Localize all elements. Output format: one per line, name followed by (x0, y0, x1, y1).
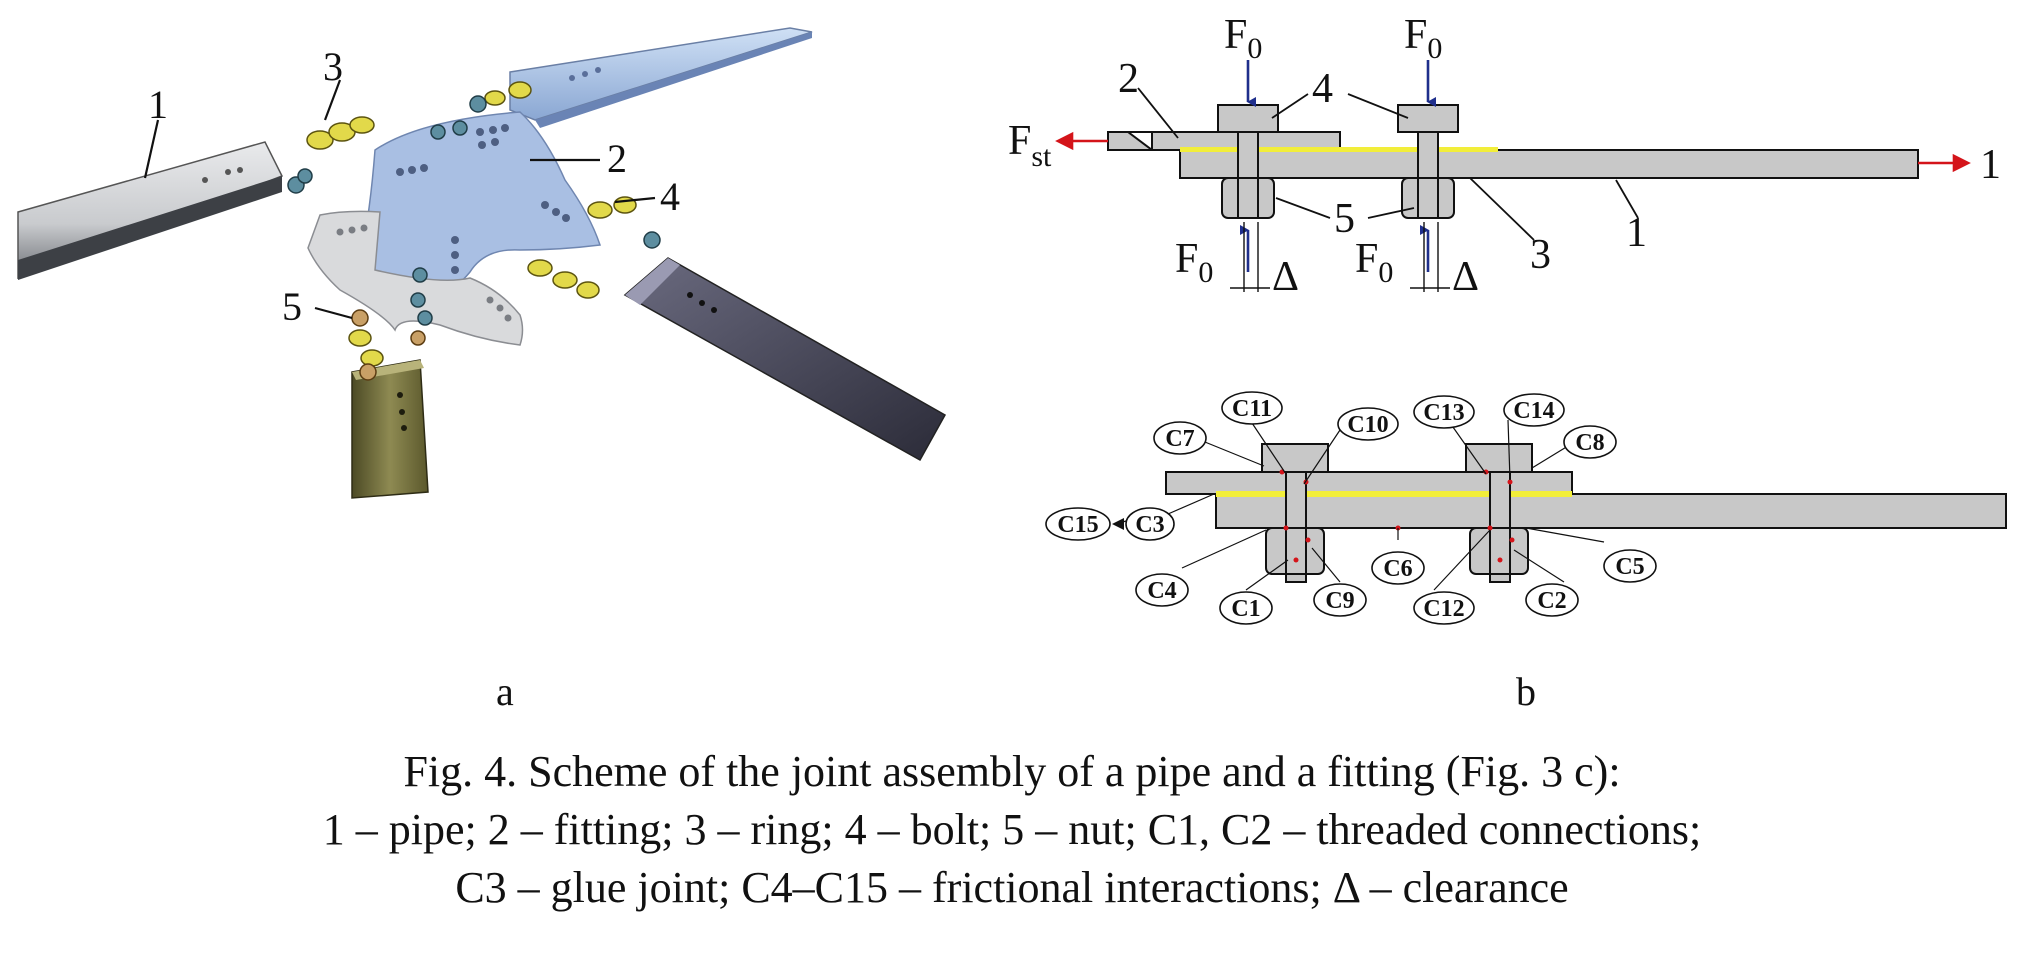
clearance-marks (1230, 222, 1450, 292)
f0-bottom-left: F0 (1175, 236, 1213, 289)
pipe-section-bottom (1215, 493, 2007, 529)
callout-4: 4 (660, 174, 680, 219)
svg-text:C7: C7 (1165, 426, 1194, 452)
tag-c5: C5 (1603, 549, 1657, 583)
svg-text:C6: C6 (1383, 556, 1412, 582)
num-3: 3 (1530, 232, 1551, 278)
tag-c1: C1 (1219, 591, 1273, 625)
num-4: 4 (1312, 66, 1333, 112)
svg-text:C9: C9 (1325, 588, 1354, 614)
tag-c13: C13 (1413, 395, 1475, 429)
panel-a-leaders (143, 79, 656, 320)
tag-c9: C9 (1313, 583, 1367, 617)
panel-a-label: a (496, 669, 514, 714)
tag-c14: C14 (1503, 393, 1565, 427)
num-2: 2 (1118, 56, 1139, 102)
svg-text:C10: C10 (1347, 412, 1388, 438)
fitting-section-top (1107, 131, 1341, 151)
tag-c8: C8 (1563, 425, 1617, 459)
bolt-right-bottom (1465, 443, 1533, 583)
bolt-ring-chains (287, 81, 661, 381)
caption-line-3: C3 – glue joint; C4–C15 – frictional int… (455, 863, 1569, 912)
svg-text:C3: C3 (1135, 512, 1164, 538)
delta-right: Δ (1452, 254, 1479, 300)
fitting-plate-blue (359, 111, 602, 293)
tag-c4: C4 (1135, 573, 1189, 607)
tag-c11: C11 (1221, 391, 1283, 425)
contact-leaders (1115, 419, 1605, 591)
svg-text:C5: C5 (1615, 554, 1644, 580)
bolt-left-bottom (1261, 443, 1329, 583)
f0-top-right: F0 (1404, 12, 1442, 65)
tag-c6: C6 (1371, 551, 1425, 585)
callout-5: 5 (282, 284, 302, 329)
glue-layer-bottom (1216, 491, 1572, 497)
svg-text:C8: C8 (1575, 430, 1604, 456)
c15-arrowhead (1112, 518, 1124, 530)
tag-c3: C3 (1125, 507, 1175, 541)
bolt-left-top (1217, 104, 1279, 219)
bolt-right-top (1397, 104, 1459, 219)
callout-2: 2 (607, 136, 627, 181)
tag-c7: C7 (1153, 421, 1207, 455)
tag-c12: C12 (1413, 591, 1475, 625)
pipe-dark-right (623, 257, 947, 462)
panel-b-contact-map: C11 C7 C10 C13 C14 C8 C15 C3 C6 C5 C4 C1… (1045, 391, 2007, 625)
svg-text:C2: C2 (1537, 588, 1566, 614)
f0-bottom-right: F0 (1355, 236, 1393, 289)
num-1: 1 (1626, 210, 1647, 256)
svg-text:C1: C1 (1231, 596, 1260, 622)
num-5: 5 (1334, 196, 1355, 242)
top-leaders (1137, 87, 1639, 241)
delta-left: Δ (1272, 254, 1299, 300)
f0-top-left: F0 (1224, 12, 1262, 65)
svg-text:C4: C4 (1147, 578, 1176, 604)
tag-c2: C2 (1525, 583, 1579, 617)
caption-line-2: 1 – pipe; 2 – fitting; 3 – ring; 4 – bol… (322, 805, 1702, 854)
contact-tags: C11 C7 C10 C13 C14 C8 C15 C3 C6 C5 C4 C1… (1045, 391, 1657, 625)
svg-text:C13: C13 (1423, 400, 1464, 426)
pipe-olive-bottom (351, 359, 429, 499)
force-arrows-blue (1240, 60, 1436, 272)
tag-c15: C15 (1045, 507, 1111, 541)
svg-text:C12: C12 (1423, 596, 1464, 622)
panel-b-top-scheme: F0 F0 F0 F0 Fst 1 2 4 5 3 1 Δ Δ (1008, 12, 2001, 300)
tag-c10: C10 (1337, 407, 1399, 441)
panel-b-label: b (1516, 669, 1536, 714)
svg-text:C11: C11 (1232, 396, 1272, 422)
caption-line-1: Fig. 4. Scheme of the joint assembly of … (403, 747, 1621, 796)
fst-label: Fst (1008, 118, 1052, 173)
pipe-grey-left (17, 141, 284, 280)
panel-a-callout-labels: 1 2 3 4 5 (148, 44, 680, 329)
right-arrow-label: 1 (1980, 142, 2001, 188)
pipe-section-top (1179, 149, 1919, 179)
callout-3: 3 (323, 44, 343, 89)
glue-layer-top (1180, 147, 1498, 152)
top-labels: F0 F0 F0 F0 Fst 1 2 4 5 3 1 Δ Δ (1008, 12, 2001, 300)
svg-text:C14: C14 (1513, 398, 1554, 424)
pipe-blue-top (509, 27, 813, 128)
panel-a-illustration: 1 2 3 4 5 (17, 27, 947, 499)
tension-arrows-red (1055, 131, 1971, 173)
svg-text:C15: C15 (1057, 512, 1098, 538)
callout-1: 1 (148, 82, 168, 127)
